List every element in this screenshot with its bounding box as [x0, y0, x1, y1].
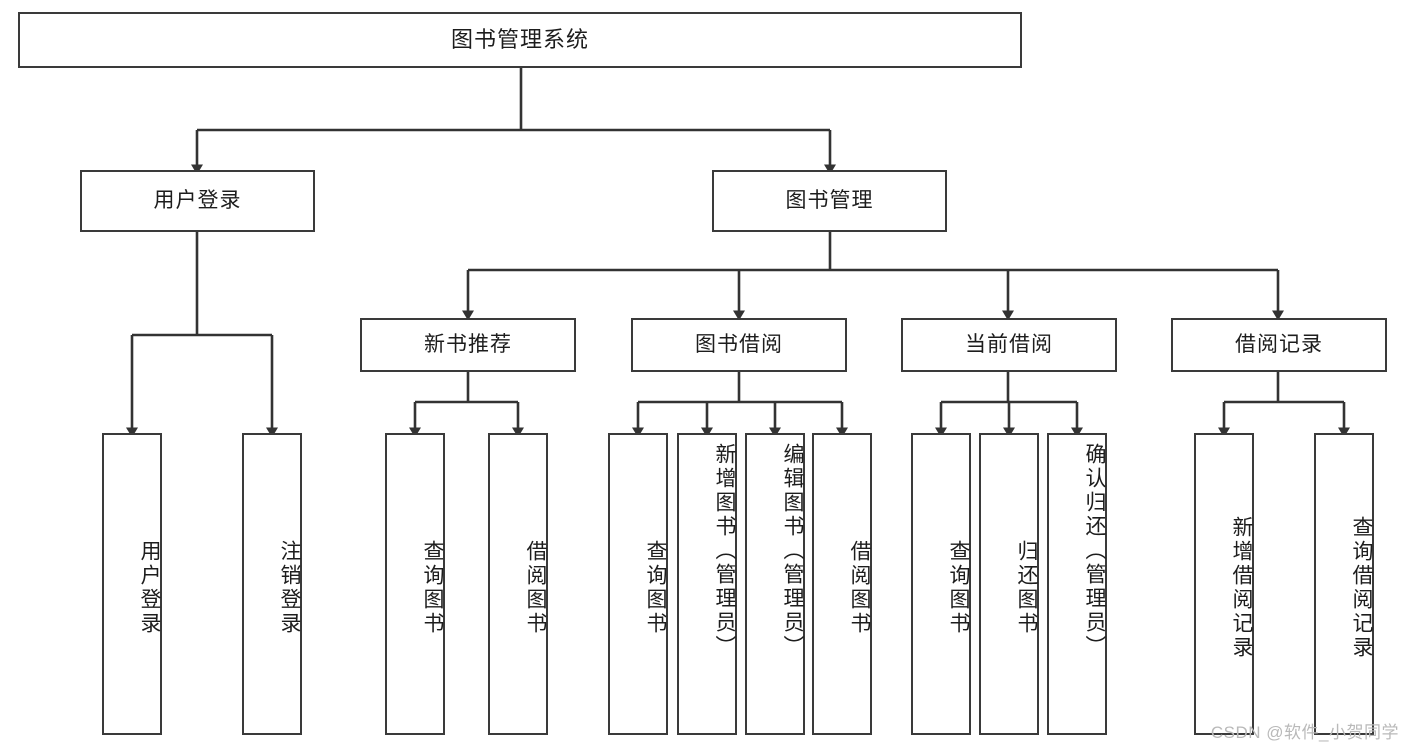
leaf-new-book-1[interactable]: 查询图书 [385, 433, 445, 735]
node-root-label: 图书管理系统 [450, 26, 589, 52]
leaf-borrow-record-2-label: 查询借阅记录 [1350, 516, 1373, 660]
leaf-book-borrow-3[interactable]: 编辑图书（管理员） [745, 433, 805, 735]
leaf-book-borrow-2[interactable]: 新增图书（管理员） [677, 433, 737, 735]
leaf-new-book-2[interactable]: 借阅图书 [488, 433, 548, 735]
leaf-current-borrow-2-label: 归还图书 [1015, 540, 1038, 636]
leaf-user-login-2-label: 注销登录 [278, 540, 301, 636]
node-user-login[interactable]: 用户登录 [80, 170, 315, 232]
node-user-login-label: 用户登录 [153, 189, 242, 213]
node-current-borrow-label: 当前借阅 [965, 333, 1053, 357]
leaf-borrow-record-2[interactable]: 查询借阅记录 [1314, 433, 1374, 735]
node-book-borrow[interactable]: 图书借阅 [631, 318, 847, 372]
leaf-borrow-record-1-label: 新增借阅记录 [1230, 516, 1253, 660]
node-new-book-recommend-label: 新书推荐 [424, 333, 512, 357]
leaf-book-borrow-3-label: 编辑图书（管理员） [781, 443, 804, 659]
node-book-management[interactable]: 图书管理 [712, 170, 947, 232]
leaf-current-borrow-1[interactable]: 查询图书 [911, 433, 971, 735]
leaf-current-borrow-3[interactable]: 确认归还（管理员） [1047, 433, 1107, 735]
leaf-user-login-2[interactable]: 注销登录 [242, 433, 302, 735]
node-new-book-recommend[interactable]: 新书推荐 [360, 318, 576, 372]
leaf-borrow-record-1[interactable]: 新增借阅记录 [1194, 433, 1254, 735]
leaf-book-borrow-4-label: 借阅图书 [848, 540, 871, 636]
node-current-borrow[interactable]: 当前借阅 [901, 318, 1117, 372]
leaf-current-borrow-1-label: 查询图书 [947, 540, 970, 636]
node-root[interactable]: 图书管理系统 [18, 12, 1022, 68]
leaf-book-borrow-1[interactable]: 查询图书 [608, 433, 668, 735]
leaf-book-borrow-1-label: 查询图书 [644, 540, 667, 636]
leaf-book-borrow-4[interactable]: 借阅图书 [812, 433, 872, 735]
leaf-new-book-1-label: 查询图书 [421, 540, 444, 636]
leaf-current-borrow-3-label: 确认归还（管理员） [1083, 443, 1106, 659]
node-borrow-record-label: 借阅记录 [1235, 333, 1323, 357]
leaf-book-borrow-2-label: 新增图书（管理员） [713, 443, 736, 659]
node-borrow-record[interactable]: 借阅记录 [1171, 318, 1387, 372]
leaf-user-login-1-label: 用户登录 [138, 540, 161, 636]
node-book-borrow-label: 图书借阅 [695, 333, 783, 357]
node-book-management-label: 图书管理 [785, 189, 874, 213]
leaf-user-login-1[interactable]: 用户登录 [102, 433, 162, 735]
leaf-new-book-2-label: 借阅图书 [524, 540, 547, 636]
watermark: CSDN @软件_小贺同学 [1210, 723, 1399, 742]
leaf-current-borrow-2[interactable]: 归还图书 [979, 433, 1039, 735]
